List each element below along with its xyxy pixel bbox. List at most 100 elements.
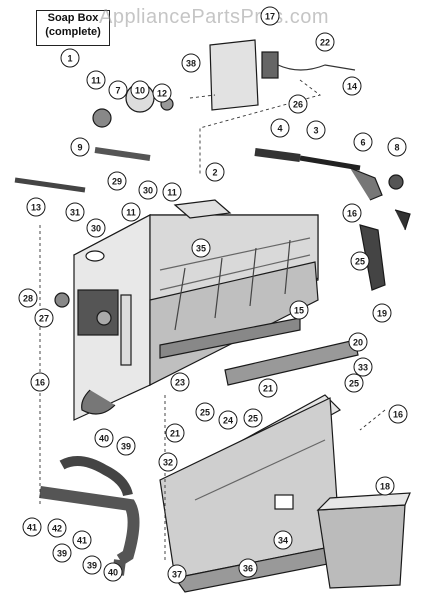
callout-number: 11 <box>126 208 136 218</box>
callout-16b: 16 <box>30 372 50 392</box>
callout-circle <box>243 408 263 428</box>
callout-14: 14 <box>342 76 362 96</box>
leader-lines <box>39 79 386 560</box>
callout-circle <box>181 53 201 73</box>
callout-number: 30 <box>143 186 153 196</box>
callout-number: 21 <box>263 384 273 394</box>
callout-number: 41 <box>77 536 87 546</box>
callout-8: 8 <box>387 137 407 157</box>
callout-number: 29 <box>112 177 122 187</box>
callout-number: 30 <box>91 224 101 234</box>
callout-circle <box>22 517 42 537</box>
dispenser-drawer <box>159 394 349 593</box>
callout-4: 4 <box>270 118 290 138</box>
callout-number: 41 <box>27 523 37 533</box>
callout-number: 36 <box>243 564 253 574</box>
callout-number: 28 <box>23 294 33 304</box>
callout-35: 35 <box>191 238 211 258</box>
callout-number: 17 <box>265 12 275 22</box>
callout-41b: 41 <box>72 530 92 550</box>
callout-circle <box>60 48 80 68</box>
callout-number: 14 <box>347 82 357 92</box>
callout-circle <box>342 203 362 223</box>
callout-circle <box>65 202 85 222</box>
title-line-2: (complete) <box>45 26 101 38</box>
callout-number: 23 <box>175 378 185 388</box>
callout-circle <box>353 357 373 377</box>
callout-circle <box>165 423 185 443</box>
callout-12: 12 <box>152 83 172 103</box>
callout-number: 39 <box>57 549 67 559</box>
callout-number: 22 <box>320 38 330 48</box>
callout-circle <box>270 118 290 138</box>
callout-21a: 21 <box>258 378 278 398</box>
callout-2: 2 <box>205 162 225 182</box>
callout-21b: 21 <box>165 423 185 443</box>
title-line-1: Soap Box <box>47 12 99 24</box>
callout-circle <box>238 558 258 578</box>
callout-34: 34 <box>273 530 293 550</box>
side-features <box>77 289 132 415</box>
callout-number: 39 <box>121 442 131 452</box>
callout-circle <box>152 83 172 103</box>
callout-circle <box>205 162 225 182</box>
callout-16c: 16 <box>388 404 408 424</box>
callout-circle <box>315 32 335 52</box>
callout-11a: 11 <box>86 70 106 90</box>
callout-number: 16 <box>35 378 45 388</box>
callout-circle <box>388 404 408 424</box>
callout-40b: 40 <box>103 562 123 582</box>
callout-number: 1 <box>67 54 72 64</box>
callout-number: 40 <box>108 568 118 578</box>
callout-circle <box>86 70 106 90</box>
callout-41a: 41 <box>22 517 42 537</box>
callout-number: 27 <box>39 314 49 324</box>
callout-39a: 39 <box>116 436 136 456</box>
callout-6: 6 <box>353 132 373 152</box>
callout-number: 38 <box>186 59 196 69</box>
callout-circle <box>158 452 178 472</box>
callout-number: 16 <box>347 209 357 219</box>
callout-circle <box>86 218 106 238</box>
callout-40a: 40 <box>94 428 114 448</box>
callout-circle <box>342 76 362 96</box>
callout-number: 21 <box>170 429 180 439</box>
callout-11c: 11 <box>121 202 141 222</box>
callout-25a: 25 <box>350 251 370 271</box>
callout-39c: 39 <box>82 555 102 575</box>
bracket-and-switch <box>209 39 356 111</box>
callout-13: 13 <box>26 197 46 217</box>
callout-25d: 25 <box>195 402 215 422</box>
callout-27: 27 <box>34 308 54 328</box>
callout-circle <box>130 80 150 100</box>
callout-3: 3 <box>306 120 326 140</box>
callout-number: 18 <box>380 482 390 492</box>
diagram-title-box: Soap Box (complete) <box>36 10 110 46</box>
callout-circle <box>218 410 238 430</box>
callout-circle <box>260 6 280 26</box>
callout-number: 4 <box>277 124 282 134</box>
callout-31: 31 <box>65 202 85 222</box>
callout-18: 18 <box>375 476 395 496</box>
callout-circle <box>167 564 187 584</box>
callout-circle <box>170 372 190 392</box>
callout-24: 24 <box>218 410 238 430</box>
callout-number: 25 <box>349 379 359 389</box>
callout-number: 3 <box>313 126 318 136</box>
callout-29: 29 <box>107 171 127 191</box>
callout-circle <box>138 180 158 200</box>
callout-25c: 25 <box>243 408 263 428</box>
callout-number: 12 <box>157 89 167 99</box>
callout-number: 37 <box>172 570 182 580</box>
callout-number: 2 <box>212 168 217 178</box>
callout-20: 20 <box>348 332 368 352</box>
callout-number: 6 <box>360 138 365 148</box>
callout-37: 37 <box>167 564 187 584</box>
callout-circle <box>344 373 364 393</box>
callout-circle <box>162 182 182 202</box>
callout-circle <box>191 238 211 258</box>
callout-circle <box>273 530 293 550</box>
callout-circle <box>350 251 370 271</box>
callout-circle <box>94 428 114 448</box>
